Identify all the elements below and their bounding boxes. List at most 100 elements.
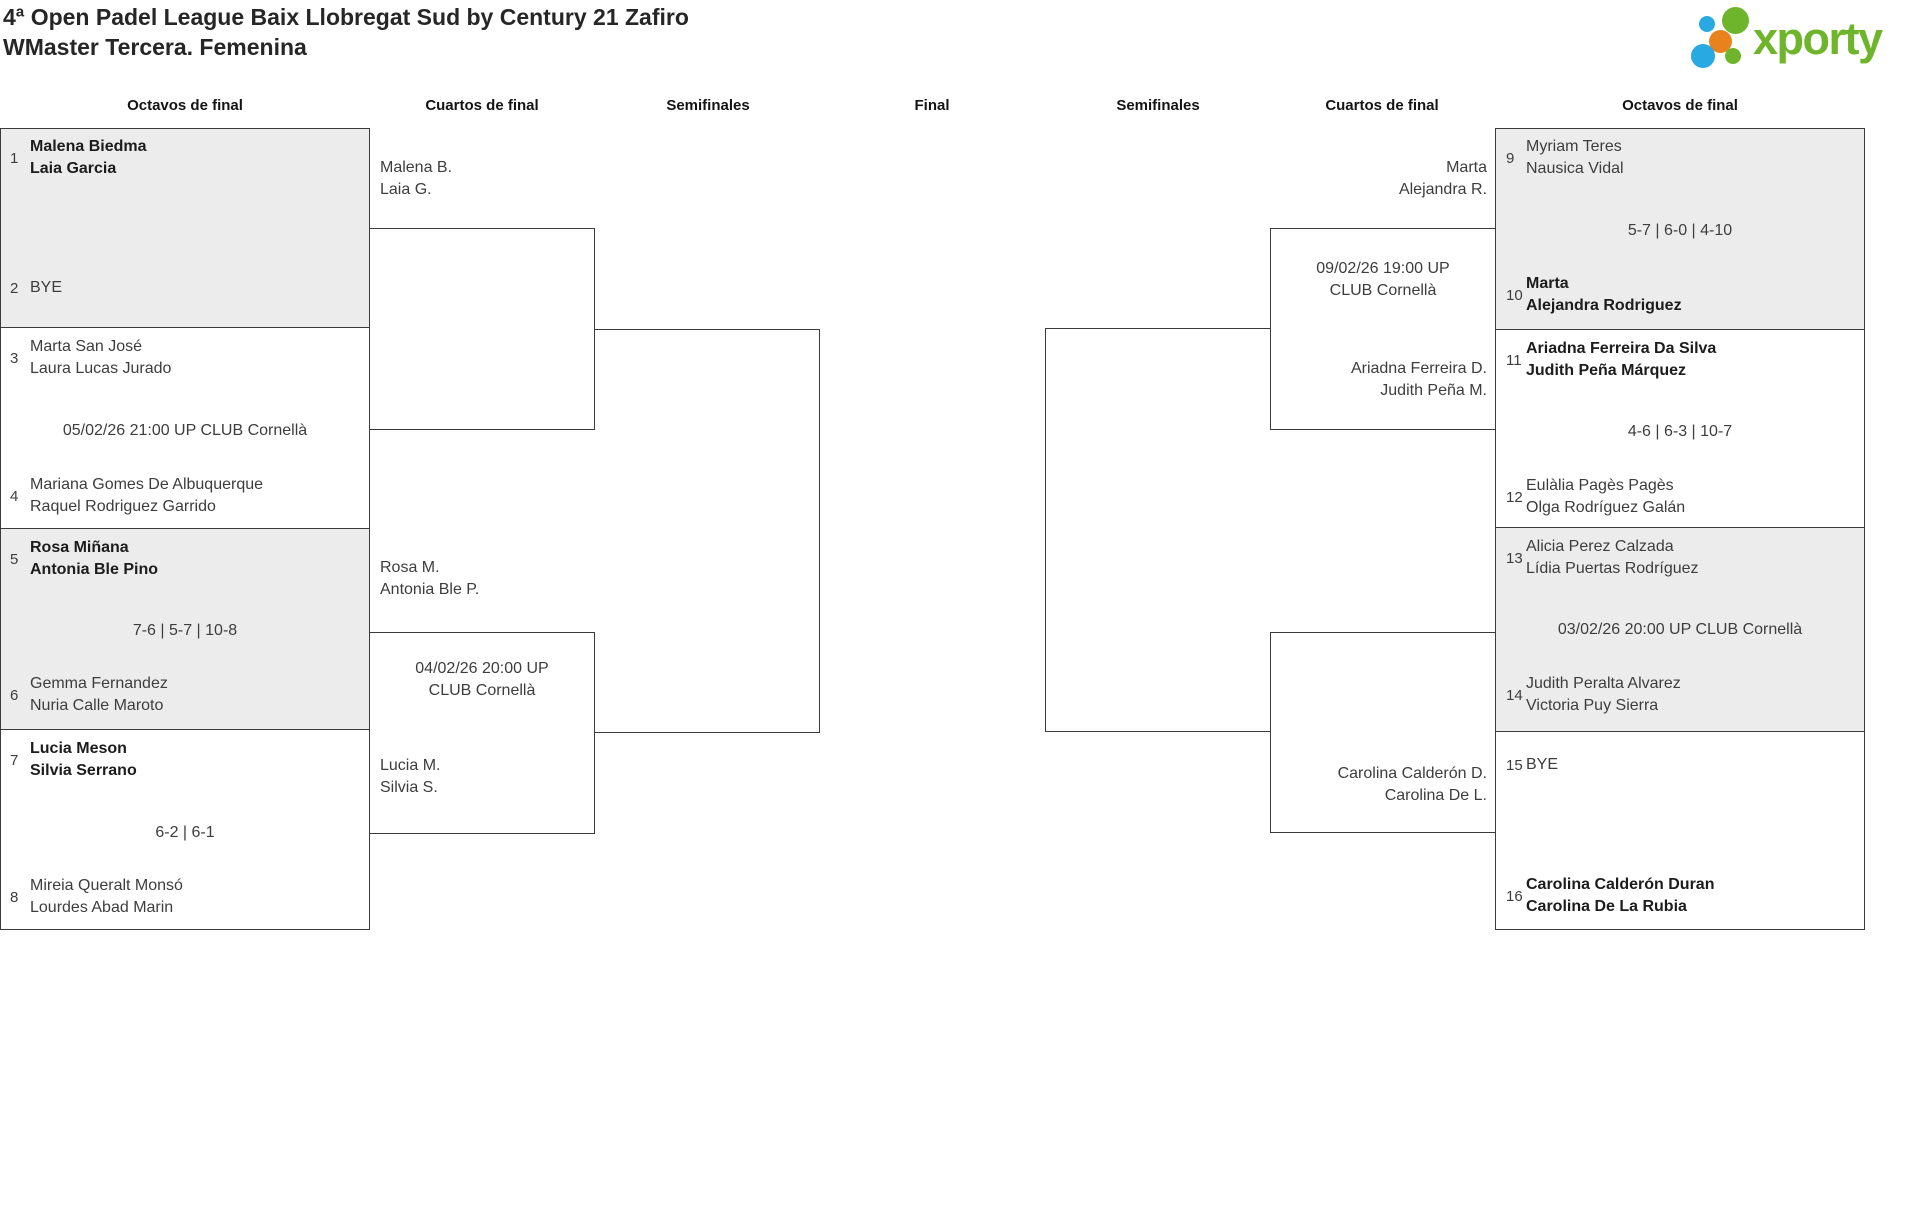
team-16-player-2: Carolina De La Rubia: [1526, 898, 1687, 915]
team-8-player-1: Mireia Queralt Monsó: [30, 877, 183, 894]
r16-entry-16: 16 Carolina Calderón Duran Carolina De L…: [1500, 874, 1860, 918]
seed-4: 4: [10, 487, 19, 505]
r16-right-match1-box: [1495, 128, 1865, 330]
team-5-player-2: Antonia Ble Pino: [30, 561, 158, 578]
team-pair-3: Marta San José Laura Lucas Jurado: [30, 336, 171, 380]
page-title-line1: 4ª Open Padel League Baix Llobregat Sud …: [3, 4, 689, 30]
team-14-player-1: Judith Peralta Alvarez: [1526, 675, 1681, 692]
team-pair-1: Malena Biedma Laia Garcia: [30, 136, 146, 180]
team-10-player-2: Alejandra Rodriguez: [1526, 297, 1682, 314]
team-10-player-1: Marta: [1526, 275, 1569, 292]
qf-left-match2-schedule-line2: CLUB Cornellà: [428, 682, 536, 699]
qf-left-match2-box: [369, 632, 595, 834]
round-header-cuartos-right: Cuartos de final: [1325, 97, 1439, 114]
qf-right-match1-schedule-line1: 09/02/26 19:00 UP: [1316, 260, 1450, 277]
team-9-player-2: Nausica Vidal: [1526, 160, 1624, 177]
seed-14: 14: [1506, 686, 1523, 704]
team-3-player-2: Laura Lucas Jurado: [30, 360, 172, 377]
r16-entry-11: 11 Ariadna Ferreira Da Silva Judith Peña…: [1500, 338, 1860, 382]
logo-dot-green-big-icon: [1722, 7, 1749, 34]
r16-entry-8: 8 Mireia Queralt Monsó Lourdes Abad Mari…: [4, 875, 364, 919]
team-1-player-1: Malena Biedma: [30, 138, 147, 155]
team-1-player-2: Laia Garcia: [30, 160, 117, 177]
qf-left-match1-winner: Malena B. Laia G.: [380, 157, 452, 201]
qf-left-match2-winner-player-2: Antonia Ble P.: [380, 581, 480, 598]
qf-left-match1-winner-player-2: Laia G.: [380, 181, 432, 198]
r16-entry-6: 6 Gemma Fernandez Nuria Calle Maroto: [4, 673, 364, 717]
qf-right-match2-opponent: Carolina Calderón D. Carolina De L.: [1271, 763, 1487, 807]
qf-right-match2-opponent-player-1: Carolina Calderón D.: [1337, 765, 1487, 782]
team-12-player-1: Eulàlia Pagès Pagès: [1526, 477, 1674, 494]
team-pair-8: Mireia Queralt Monsó Lourdes Abad Marin: [30, 875, 183, 919]
logo-dot-orange-icon: [1709, 30, 1732, 53]
round-header-semis-right: Semifinales: [1116, 97, 1200, 114]
team-pair-6: Gemma Fernandez Nuria Calle Maroto: [30, 673, 168, 717]
team-pair-11: Ariadna Ferreira Da Silva Judith Peña Má…: [1526, 338, 1716, 382]
qf-right-match1-opponent-player-1: Ariadna Ferreira D.: [1350, 360, 1487, 377]
qf-left-match1-box: [369, 228, 595, 430]
seed-8: 8: [10, 888, 19, 906]
team-11-player-2: Judith Peña Márquez: [1526, 362, 1687, 379]
team-16-player-1: Carolina Calderón Duran: [1526, 876, 1715, 893]
r16-entry-15: 15 BYE: [1500, 754, 1860, 776]
page-title: 4ª Open Padel League Baix Llobregat Sud …: [3, 2, 689, 62]
team-5-player-1: Rosa Miñana: [30, 539, 129, 556]
qf-right-match1-winner-player-1: Marta: [1446, 159, 1487, 176]
qf-right-match1-schedule: 09/02/26 19:00 UP CLUB Cornellà: [1270, 258, 1496, 302]
team-13-player-1: Alicia Perez Calzada: [1526, 538, 1674, 555]
r16-entry-14: 14 Judith Peralta Alvarez Victoria Puy S…: [1500, 673, 1860, 717]
team-11-player-1: Ariadna Ferreira Da Silva: [1526, 340, 1717, 357]
r16-left-match3-box: [0, 528, 370, 730]
round-header-final: Final: [914, 97, 950, 114]
seed-7: 7: [10, 751, 19, 769]
qf-left-match2-opponent: Lucia M. Silvia S.: [380, 755, 440, 799]
team-pair-5: Rosa Miñana Antonia Ble Pino: [30, 537, 158, 581]
match-6-score: 4-6 | 6-3 | 10-7: [1627, 423, 1733, 440]
qf-right-match1-winner-player-2: Alejandra R.: [1398, 181, 1487, 198]
seed-5: 5: [10, 550, 19, 568]
team-pair-9: Myriam Teres Nausica Vidal: [1526, 136, 1624, 180]
seed-1: 1: [10, 149, 19, 167]
match-3-score: 7-6 | 5-7 | 10-8: [132, 622, 238, 639]
bye-15: BYE: [1526, 756, 1559, 773]
r16-entry-2: 2 BYE: [4, 277, 364, 299]
match-4-score: 6-2 | 6-1: [155, 824, 215, 841]
qf-right-match1-opponent: Ariadna Ferreira D. Judith Peña M.: [1271, 358, 1487, 402]
r16-entry-4: 4 Mariana Gomes De Albuquerque Raquel Ro…: [4, 474, 364, 518]
team-6-player-1: Gemma Fernandez: [30, 675, 168, 692]
team-4-player-2: Raquel Rodriguez Garrido: [30, 498, 216, 515]
logo-dot-green-small-icon: [1725, 48, 1741, 64]
round-header-semis-left: Semifinales: [666, 97, 750, 114]
qf-right-match1-opponent-player-2: Judith Peña M.: [1380, 382, 1487, 399]
qf-left-match2-schedule: 04/02/26 20:00 UP CLUB Cornellà: [369, 658, 595, 702]
r16-entry-12: 12 Eulàlia Pagès Pagès Olga Rodríguez Ga…: [1500, 475, 1860, 519]
team-7-player-1: Lucia Meson: [30, 740, 127, 757]
team-pair-7: Lucia Meson Silvia Serrano: [30, 738, 137, 782]
r16-left-match1-box: [0, 128, 370, 328]
r16-entry-5: 5 Rosa Miñana Antonia Ble Pino: [4, 537, 364, 581]
sf-right-box: [1045, 328, 1271, 732]
seed-16: 16: [1506, 887, 1523, 905]
qf-left-match2-winner: Rosa M. Antonia Ble P.: [380, 557, 479, 601]
seed-15: 15: [1506, 756, 1523, 774]
match-2-schedule: 05/02/26 21:00 UP CLUB Cornellà: [62, 422, 308, 439]
sf-left-box: [594, 329, 820, 733]
r16-entry-7: 7 Lucia Meson Silvia Serrano: [4, 738, 364, 782]
team-9-player-1: Myriam Teres: [1526, 138, 1622, 155]
seed-10: 10: [1506, 286, 1523, 304]
match-7-schedule: 03/02/26 20:00 UP CLUB Cornellà: [1557, 621, 1803, 638]
team-pair-13: Alicia Perez Calzada Lídia Puertas Rodrí…: [1526, 536, 1699, 580]
seed-9: 9: [1506, 149, 1515, 167]
round-header-octavos-right: Octavos de final: [1622, 97, 1738, 114]
qf-left-match1-winner-player-1: Malena B.: [380, 159, 453, 176]
team-6-player-2: Nuria Calle Maroto: [30, 697, 164, 714]
r16-entry-10: 10 Marta Alejandra Rodriguez: [1500, 273, 1860, 317]
seed-11: 11: [1506, 351, 1522, 369]
seed-12: 12: [1506, 488, 1523, 506]
match-5-score: 5-7 | 6-0 | 4-10: [1627, 222, 1733, 239]
qf-left-match2-winner-player-1: Rosa M.: [380, 559, 440, 576]
r16-right-match4-box: [1495, 731, 1865, 930]
team-7-player-2: Silvia Serrano: [30, 762, 137, 779]
team-pair-4: Mariana Gomes De Albuquerque Raquel Rodr…: [30, 474, 263, 518]
